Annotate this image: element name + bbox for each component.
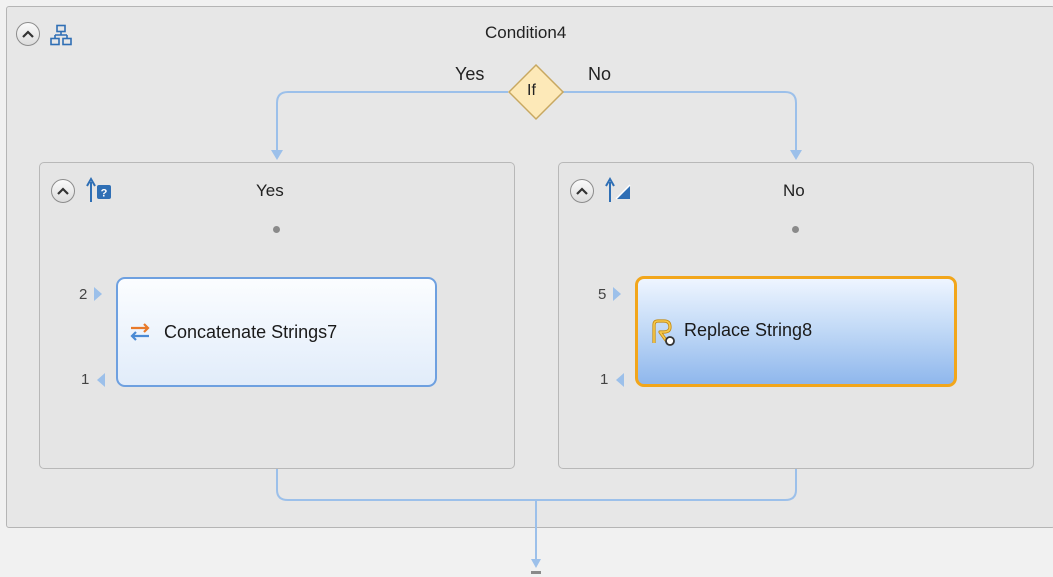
yes-connector	[276, 91, 508, 152]
chevron-up-icon	[576, 187, 588, 195]
concatenate-strings-activity[interactable]: Concatenate Strings7	[116, 277, 437, 387]
yes-branch-title: Yes	[256, 181, 284, 200]
false-branch-label: No	[588, 64, 612, 84]
exit-arrowhead	[531, 559, 541, 568]
replace-string-icon	[652, 319, 675, 346]
output-port-icon	[616, 373, 624, 387]
no-branch-title: No	[783, 181, 805, 200]
true-branch-icon: ?	[86, 176, 111, 202]
no-start-dot	[792, 226, 799, 233]
if-diamond-label: If	[527, 82, 536, 99]
condition-title: Condition4	[485, 23, 567, 42]
concatenate-strings-label: Concatenate Strings7	[164, 322, 338, 342]
input-port-icon	[94, 287, 102, 301]
chevron-up-icon	[22, 30, 34, 38]
yes-start-dot	[273, 226, 280, 233]
collapse-condition-button[interactable]	[16, 22, 40, 46]
false-branch-icon	[605, 176, 631, 202]
merge-connector	[276, 469, 797, 501]
svg-text:?: ?	[101, 188, 108, 200]
yes-arrowhead	[271, 150, 283, 160]
true-branch-label: Yes	[455, 64, 485, 84]
exit-end-marker	[531, 571, 541, 574]
collapse-yes-branch-button[interactable]	[51, 179, 75, 203]
no-connector	[563, 91, 797, 152]
flowchart-icon	[50, 24, 72, 46]
input-port-icon	[613, 287, 621, 301]
no-arrowhead	[790, 150, 802, 160]
replace-string-activity[interactable]: Replace String8	[635, 276, 957, 387]
chevron-up-icon	[57, 187, 69, 195]
replace-string-label: Replace String8	[684, 320, 813, 340]
concatenate-strings-icon	[130, 323, 150, 341]
replace-input-count: 5	[598, 286, 607, 303]
output-port-icon	[97, 373, 105, 387]
concatenate-input-count: 2	[79, 286, 88, 303]
replace-output-count: 1	[600, 371, 609, 388]
collapse-no-branch-button[interactable]	[570, 179, 594, 203]
if-diamond[interactable]	[507, 63, 565, 121]
concatenate-output-count: 1	[81, 371, 90, 388]
